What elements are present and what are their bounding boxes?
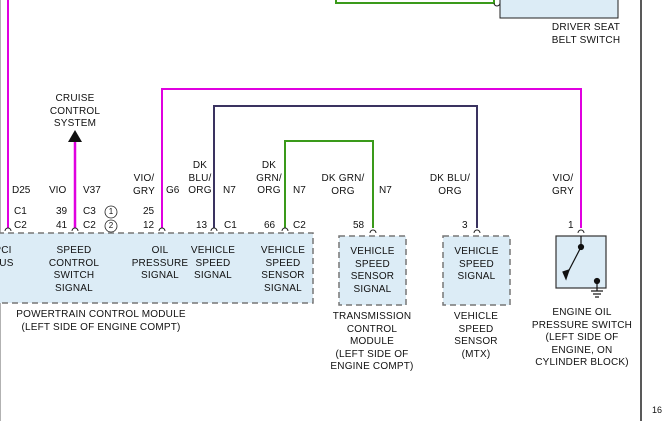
pin-cavity-v37: V37 <box>83 185 101 196</box>
pin-41: 41 <box>56 220 68 231</box>
pci-bus-label: PCI BUS <box>0 245 14 269</box>
circle-ref-2 <box>104 219 118 233</box>
pcm-name-label: POWERTRAIN CONTROL MODULE (LEFT SIDE OF … <box>16 309 186 333</box>
tcm-cavity-n7: N7 <box>379 185 392 196</box>
seat-belt-terminal <box>493 2 501 7</box>
conn-c3: C3 <box>83 206 96 217</box>
pin-25: 25 <box>143 206 155 217</box>
vehicle-speed-sensor-signal-label: VEHICLE SPEED SENSOR SIGNAL <box>260 245 306 294</box>
driver-seat-belt-switch-box <box>499 0 619 19</box>
seat-belt-green-wire <box>335 0 495 4</box>
vss-signal-green-wire <box>284 140 374 228</box>
pin-13: 13 <box>196 220 208 231</box>
pin-cavity-g6: G6 <box>166 185 180 196</box>
oil-switch-pin-1: 1 <box>568 220 574 231</box>
cruise-arrow-icon <box>68 130 82 142</box>
oil-switch-name-label: ENGINE OIL PRESSURE SWITCH (LEFT SIDE OF… <box>531 307 633 368</box>
tcm-wire-color: DK GRN/ ORG <box>321 173 365 197</box>
pin-39: 39 <box>56 206 68 217</box>
tcm-module-box <box>338 235 407 306</box>
pin-12: 12 <box>143 220 155 231</box>
pcm-conn-c2-a: C2 <box>14 220 27 231</box>
vss-signal-label: VEHICLE SPEED SIGNAL <box>454 246 499 282</box>
oil-pressure-wire <box>161 88 582 228</box>
conn-c2-b: C2 <box>293 220 306 231</box>
tcm-pin-58: 58 <box>353 220 365 231</box>
pcm-module-box <box>0 232 314 304</box>
conn-c1: C1 <box>224 220 237 231</box>
oil-pressure-signal-label: OIL PRESSURE SIGNAL <box>131 245 189 281</box>
wire-color-vio: VIO <box>49 185 67 196</box>
pcm-conn-c1-a: C1 <box>14 206 27 217</box>
pin-66: 66 <box>264 220 276 231</box>
pin-cavity-d25: D25 <box>12 185 31 196</box>
speed-control-switch-signal-label: SPEED CONTROL SWITCH SIGNAL <box>48 245 100 294</box>
cruise-control-system-label: CRUISE CONTROL SYSTEM <box>49 93 101 129</box>
connector-terminals <box>4 227 585 234</box>
vehicle-speed-signal-label: VEHICLE SPEED SIGNAL <box>190 245 236 281</box>
oil-switch-wire-color: VIO/ GRY <box>551 173 575 197</box>
oil-switch-symbol <box>562 236 603 298</box>
circle-num-2: 2 <box>108 221 114 230</box>
vss-wire-color: DK BLU/ ORG <box>429 173 471 197</box>
tcm-name-label: TRANSMISSION CONTROL MODULE (LEFT SIDE O… <box>330 311 414 372</box>
vss-module-box <box>442 235 511 306</box>
conn-c2: C2 <box>83 220 96 231</box>
driver-seat-belt-switch-label: DRIVER SEAT BELT SWITCH <box>551 22 621 46</box>
vss-name-label: VEHICLE SPEED SENSOR (MTX) <box>453 311 499 360</box>
vss-pin-3: 3 <box>462 220 468 231</box>
page-number: 16 <box>652 405 663 415</box>
vehicle-speed-signal-wire <box>213 105 478 228</box>
pin-cavity-n7-a: N7 <box>223 185 236 196</box>
wire-color-vio-gry: VIO/ GRY <box>132 173 156 197</box>
circle-num-1: 1 <box>108 207 114 216</box>
pin-cavity-n7-b: N7 <box>293 185 306 196</box>
tcm-signal-label: VEHICLE SPEED SENSOR SIGNAL <box>350 246 395 295</box>
circle-ref-1 <box>104 205 118 219</box>
wire-color-dk-blu-org: DK BLU/ ORG <box>188 160 212 196</box>
wire-color-dk-grn-org: DK GRN/ ORG <box>256 160 282 196</box>
